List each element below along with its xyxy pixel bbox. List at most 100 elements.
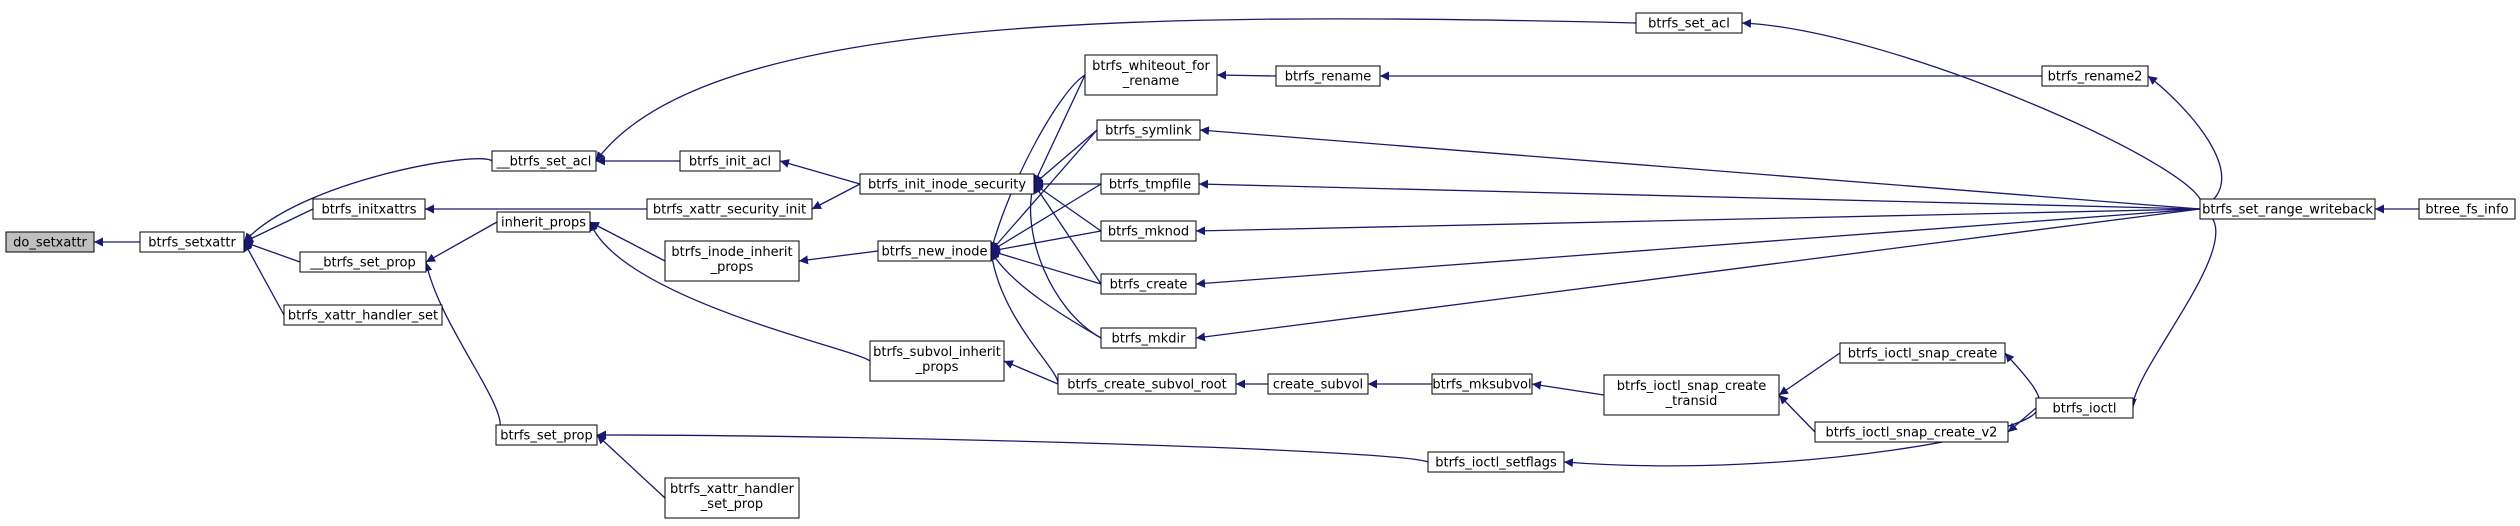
edge-btrfs_ioctl-to-btrfs_ioctl_setflags xyxy=(1563,407,2038,468)
node-label: _props xyxy=(710,260,754,275)
edge-btrfs_ioctl_snap_create-to-btrfs_ioctl_snap_create_transid xyxy=(1778,352,1841,396)
node-do_setxattr[interactable]: do_setxattr xyxy=(5,231,95,253)
node-box xyxy=(859,173,1035,195)
node-btrfs_setxattr[interactable]: btrfs_setxattr xyxy=(139,231,245,253)
node-box xyxy=(139,231,245,253)
node-__btrfs_set_prop[interactable]: __btrfs_set_prop xyxy=(299,251,427,273)
edge-btrfs_set_range_writeback-to-btrfs_create xyxy=(1195,208,2201,288)
node-box xyxy=(1814,421,2009,443)
edge-btrfs_set_prop-to-__btrfs_set_prop xyxy=(423,261,502,436)
node-btrfs_ioctl_snap_create_v2[interactable]: btrfs_ioctl_snap_create_v2 xyxy=(1814,421,2009,443)
edge-btrfs_symlink-to-btrfs_init_inode_security xyxy=(1033,129,1098,185)
edge-btrfs_rename-to-btrfs_whiteout_for_rename xyxy=(1216,70,1277,80)
node-btrfs_set_range_writeback[interactable]: btrfs_set_range_writeback xyxy=(2199,198,2376,220)
node-btrfs_new_inode[interactable]: btrfs_new_inode xyxy=(877,240,992,262)
edge-btrfs_init_inode_security-to-btrfs_xattr_security_init xyxy=(811,183,861,210)
node-btrfs_initxattrs[interactable]: btrfs_initxattrs xyxy=(312,198,426,220)
node-box xyxy=(2199,198,2376,220)
edge-btrfs_new_inode-to-btrfs_inode_inherit_props xyxy=(798,250,879,265)
node-btrfs_inode_inherit_props[interactable]: btrfs_inode_inherit_props xyxy=(664,240,800,282)
node-btrfs_set_prop[interactable]: btrfs_set_prop xyxy=(495,424,598,446)
node-label: btrfs_ioctl_snap_create xyxy=(1848,347,1997,362)
node-btrfs_tmpfile[interactable]: btrfs_tmpfile xyxy=(1100,173,1200,195)
node-btrfs_xattr_handler_set[interactable]: btrfs_xattr_handler_set xyxy=(283,304,443,326)
edge-btrfs_subvol_inherit_props-to-inherit_props xyxy=(589,221,871,362)
node-btrfs_mknod[interactable]: btrfs_mknod xyxy=(1100,220,1197,242)
node-label: btrfs_new_inode xyxy=(882,245,988,260)
node-box xyxy=(1267,373,1369,395)
node-btrfs_ioctl_setflags[interactable]: btrfs_ioctl_setflags xyxy=(1427,451,1565,473)
node-box xyxy=(1603,374,1780,416)
node-box xyxy=(646,198,813,220)
edge-btrfs_whiteout_for_rename-to-btrfs_new_inode xyxy=(988,74,1086,252)
node-box xyxy=(496,211,591,233)
node-btrfs_mkdir[interactable]: btrfs_mkdir xyxy=(1100,327,1197,349)
node-label: btrfs_subvol_inherit xyxy=(873,345,1001,360)
node-box xyxy=(664,477,800,519)
node-btrfs_ioctl_snap_create[interactable]: btrfs_ioctl_snap_create xyxy=(1839,342,2006,364)
node-label: create_subvol xyxy=(1273,378,1363,393)
node-label: btree_fs_info xyxy=(2425,203,2508,218)
node-box xyxy=(1275,65,1381,87)
node-label: btrfs_init_acl xyxy=(689,155,771,170)
edge-btrfs_ioctl_setflags-to-btrfs_set_prop xyxy=(596,430,1429,463)
node-label: btrfs_tmpfile xyxy=(1109,178,1191,193)
node-btrfs_xattr_security_init[interactable]: btrfs_xattr_security_init xyxy=(646,198,813,220)
node-btrfs_ioctl_snap_create_transid[interactable]: btrfs_ioctl_snap_create_transid xyxy=(1603,374,1780,416)
node-btrfs_xattr_handler_set_prop[interactable]: btrfs_xattr_handler_set_prop xyxy=(664,477,800,519)
edge-btrfs_ioctl-to-btrfs_ioctl_snap_create xyxy=(2004,352,2041,409)
node-box xyxy=(1100,327,1197,349)
node-create_subvol[interactable]: create_subvol xyxy=(1267,373,1369,395)
node-btrfs_init_acl[interactable]: btrfs_init_acl xyxy=(679,150,781,172)
node-btrfs_symlink[interactable]: btrfs_symlink xyxy=(1096,119,1201,141)
node-btrfs_init_inode_security[interactable]: btrfs_init_inode_security xyxy=(859,173,1035,195)
node-label: btrfs_mksubvol xyxy=(1432,378,1531,393)
node-btrfs_set_acl[interactable]: btrfs_set_acl xyxy=(1635,12,1743,34)
edge-btrfs_xattr_handler_set-to-btrfs_setxattr xyxy=(243,241,285,316)
edge-btrfs_set_range_writeback-to-btrfs_mknod xyxy=(1195,208,2201,236)
node-label: btrfs_rename2 xyxy=(2048,70,2143,85)
node-label: btrfs_ioctl xyxy=(2053,402,2117,417)
edge-btrfs_set_range_writeback-to-btrfs_symlink xyxy=(1199,126,2201,210)
nodes: do_setxattr btrfs_setxattr __btrfs_set_acl… xyxy=(5,12,2516,519)
node-btree_fs_info[interactable]: btree_fs_info xyxy=(2418,198,2516,220)
edge-btrfs_ioctl-to-btrfs_ioctl_snap_create_v2 xyxy=(2007,407,2037,433)
edge-btrfs_symlink-to-btrfs_new_inode xyxy=(990,129,1098,252)
edge-btrfs_tmpfile-to-btrfs_new_inode xyxy=(990,183,1102,252)
node-btrfs_whiteout_for_rename[interactable]: btrfs_whiteout_for_rename xyxy=(1084,54,1218,96)
node-btrfs_rename[interactable]: btrfs_rename xyxy=(1275,65,1381,87)
node-btrfs_rename2[interactable]: btrfs_rename2 xyxy=(2041,65,2149,87)
node-box xyxy=(495,424,598,446)
node-label: btrfs_set_range_writeback xyxy=(2202,203,2373,218)
node-label: btrfs_set_prop xyxy=(500,429,592,444)
node-inherit_props[interactable]: inherit_props xyxy=(496,211,591,233)
node-label: btrfs_whiteout_for xyxy=(1092,59,1210,74)
node-__btrfs_set_acl[interactable]: __btrfs_set_acl xyxy=(491,150,597,172)
node-box xyxy=(664,240,800,282)
node-btrfs_create_subvol_root[interactable]: btrfs_create_subvol_root xyxy=(1057,373,1237,395)
node-box xyxy=(2035,397,2134,419)
edge-btrfs_create_subvol_root-to-btrfs_new_inode xyxy=(987,250,1059,385)
node-label: btrfs_create_subvol_root xyxy=(1067,378,1226,393)
node-box xyxy=(283,304,443,326)
node-label: do_setxattr xyxy=(13,236,87,251)
node-box xyxy=(1057,373,1237,395)
node-box xyxy=(1839,342,2006,364)
node-box xyxy=(1431,373,1533,395)
edge-btrfs_ioctl_snap_create_transid-to-btrfs_mksubvol xyxy=(1531,380,1605,396)
node-box xyxy=(2418,198,2516,220)
node-btrfs_ioctl[interactable]: btrfs_ioctl xyxy=(2035,397,2134,419)
node-box xyxy=(1084,54,1218,96)
node-label: btrfs_setxattr xyxy=(148,236,236,251)
node-btrfs_mksubvol[interactable]: btrfs_mksubvol xyxy=(1431,373,1533,395)
node-label: btrfs_set_acl xyxy=(1648,17,1730,32)
node-label: _rename xyxy=(1122,74,1179,89)
edge-inherit_props-to-__btrfs_set_prop xyxy=(425,221,498,263)
node-btrfs_subvol_inherit_props[interactable]: btrfs_subvol_inherit_props xyxy=(869,340,1005,382)
edge-btrfs_set_range_writeback-to-btrfs_mkdir xyxy=(1195,208,2201,342)
node-btrfs_create[interactable]: btrfs_create xyxy=(1100,273,1197,295)
node-box xyxy=(679,150,781,172)
node-box xyxy=(1100,173,1200,195)
edge-btrfs_whiteout_for_rename-to-btrfs_init_inode_security xyxy=(1033,74,1086,185)
node-box xyxy=(1100,273,1197,295)
